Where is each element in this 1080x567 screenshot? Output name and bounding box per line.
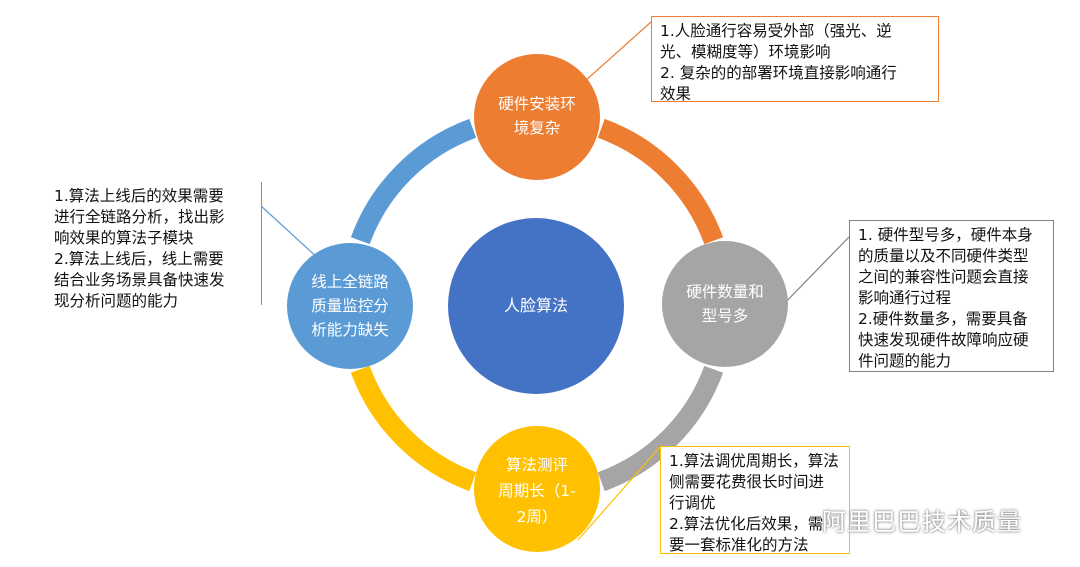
node-circle-top — [474, 54, 600, 180]
node-label-left: 线上全链路 质量监控分 析能力缺失 — [300, 270, 400, 342]
center-label: 人脸算法 — [476, 294, 596, 318]
callout-right-line-5: 2.硬件数量多，需要具备 — [858, 310, 1028, 328]
watermark-text: 阿里巴巴技术质量 — [822, 508, 1022, 536]
callout-left-line-6: 现分析问题的能力 — [54, 292, 179, 310]
node-circle-right — [662, 241, 788, 367]
callout-left: 1.算法上线后的效果需要 进行全链路分析，找出影 响效果的算法子模块 2.算法上… — [46, 182, 262, 310]
center-circle — [448, 218, 624, 394]
node-label-bottom-line-1: 算法测评 — [505, 456, 568, 474]
node-label-left-line-1: 线上全链路 — [311, 273, 389, 291]
node-label-top-line-2: 境复杂 — [513, 119, 561, 137]
callout-left-line-1: 1.算法上线后的效果需要 — [54, 187, 224, 205]
callout-right: 1. 硬件型号多，硬件本身 的质量以及不同硬件类型 之间的兼容性问题会直接 影响… — [849, 220, 1054, 372]
node-label-bottom: 算法测评 周期长（1- 2周） — [487, 452, 587, 530]
callout-bottom-line-1: 1.算法调优周期长，算法 — [669, 452, 839, 470]
callout-bottom-line-3: 行调优 — [669, 494, 716, 512]
callout-top-line-1: 1.人脸通行容易受外部（强光、逆 — [660, 22, 892, 40]
callout-top-line-4: 效果 — [660, 85, 692, 103]
node-label-bottom-line-2: 周期长（1- — [498, 482, 576, 500]
node-circle-bottom — [474, 426, 600, 552]
callout-top-line-2: 光、模糊度等）环境影响 — [660, 43, 831, 61]
ring-arc-left-top — [350, 118, 477, 245]
node-label-bottom-line-3: 2周） — [516, 508, 558, 526]
ring-arc-right-bottom — [597, 365, 724, 492]
ring-arc-bottom-left — [350, 365, 477, 492]
callout-right-line-2: 的质量以及不同硬件类型 — [858, 247, 1029, 265]
connector-line-left — [259, 204, 321, 261]
callout-bottom-line-2: 侧需要花费很长时间进 — [669, 473, 825, 491]
callout-right-line-4: 影响通行过程 — [858, 289, 952, 307]
node-label-left-line-2: 质量监控分 — [311, 297, 389, 315]
node-label-top: 硬件安装环 境复杂 — [487, 92, 587, 140]
callout-left-line-2: 进行全链路分析，找出影 — [54, 208, 225, 226]
connector-line-bottom — [577, 446, 661, 541]
callout-right-line-1: 1. 硬件型号多，硬件本身 — [858, 226, 1033, 244]
center-label-text: 人脸算法 — [503, 296, 568, 315]
callout-bottom-line-5: 要一套标准化的方法 — [669, 536, 809, 554]
connector-line-top — [574, 21, 652, 91]
connector-line-right — [777, 236, 850, 311]
callout-left-line-3: 响效果的算法子模块 — [54, 229, 194, 247]
callout-bottom: 1.算法调优周期长，算法 侧需要花费很长时间进 行调优 2.算法优化后效果，需 … — [660, 446, 850, 554]
callout-right-line-7: 件问题的能力 — [858, 352, 952, 370]
node-label-left-line-3: 析能力缺失 — [311, 321, 389, 339]
watermark: 阿里巴巴技术质量 — [822, 502, 1022, 537]
node-label-right-line-2: 型号多 — [701, 307, 749, 325]
node-label-top-line-1: 硬件安装环 — [498, 95, 576, 113]
node-circle-left — [287, 243, 413, 369]
callout-right-line-6: 快速发现硬件故障响应硬 — [858, 331, 1029, 349]
callout-top: 1.人脸通行容易受外部（强光、逆 光、模糊度等）环境影响 2. 复杂的的部署环境… — [651, 16, 939, 103]
callout-right-line-3: 之间的兼容性问题会直接 — [858, 268, 1029, 286]
callout-left-line-4: 2.算法上线后，线上需要 — [54, 250, 224, 268]
callout-left-line-5: 结合业务场景具备快速发 — [54, 271, 225, 289]
callout-bottom-line-4: 2.算法优化后效果，需 — [669, 515, 824, 533]
node-label-right-line-1: 硬件数量和 — [686, 283, 764, 301]
callout-top-line-3: 2. 复杂的的部署环境直接影响通行 — [660, 64, 897, 82]
node-label-right: 硬件数量和 型号多 — [675, 280, 775, 328]
ring-arc-top-right — [597, 118, 724, 245]
